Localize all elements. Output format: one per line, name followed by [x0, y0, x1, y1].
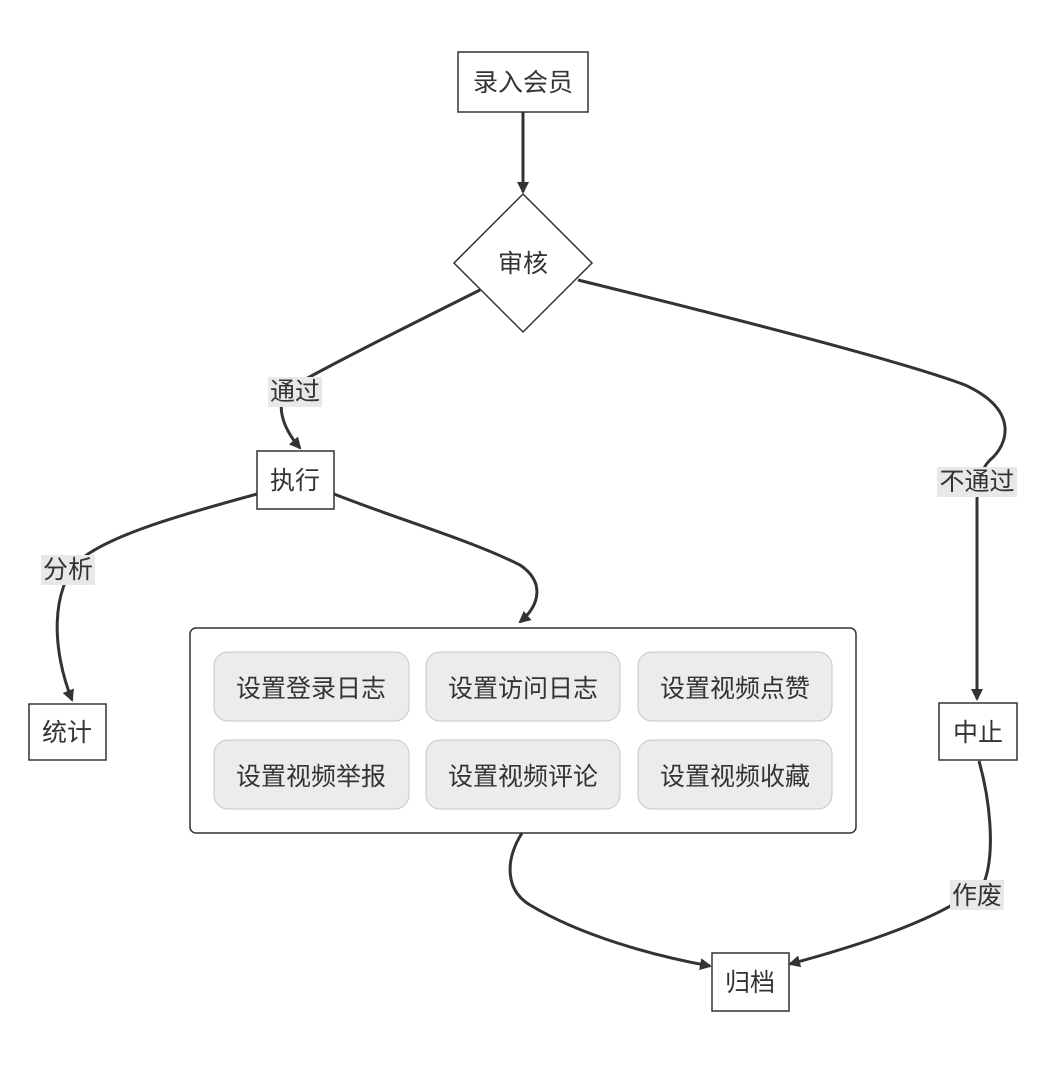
- svg-text:归档: 归档: [725, 968, 775, 997]
- svg-text:设置视频收藏: 设置视频收藏: [660, 762, 810, 791]
- svg-text:通过: 通过: [270, 377, 320, 406]
- svg-text:设置视频点赞: 设置视频点赞: [660, 674, 810, 703]
- group-item-video-like: 设置视频点赞: [637, 651, 833, 722]
- svg-text:设置视频举报: 设置视频举报: [236, 762, 386, 791]
- svg-text:执行: 执行: [270, 466, 320, 495]
- node-execute: 执行: [256, 450, 335, 510]
- settings-group: 设置登录日志 设置访问日志 设置视频点赞 设置视频举报 设置视频评论 设置视频收…: [189, 627, 857, 834]
- group-item-visit-log: 设置访问日志: [425, 651, 621, 722]
- svg-text:录入会员: 录入会员: [473, 68, 573, 97]
- svg-text:设置视频评论: 设置视频评论: [448, 762, 598, 791]
- node-archive: 归档: [711, 952, 790, 1012]
- group-item-video-report: 设置视频举报: [213, 739, 410, 810]
- node-register: 录入会员: [457, 51, 589, 113]
- svg-text:统计: 统计: [42, 718, 92, 747]
- svg-text:审核: 审核: [498, 249, 548, 278]
- node-suspend: 中止: [938, 702, 1018, 761]
- edge-group-archive: [508, 832, 712, 971]
- svg-text:设置登录日志: 设置登录日志: [236, 674, 386, 703]
- group-item-login-log: 设置登录日志: [213, 651, 410, 722]
- svg-text:中止: 中止: [953, 718, 1003, 747]
- edge-label-fail: 不通过: [937, 467, 1017, 497]
- edge-label-pass: 通过: [268, 377, 322, 407]
- svg-text:作废: 作废: [952, 881, 1002, 910]
- edge-review-execute: [279, 288, 481, 450]
- node-statistics: 统计: [28, 703, 107, 761]
- svg-text:分析: 分析: [43, 555, 93, 584]
- edge-label-analyze: 分析: [41, 555, 95, 585]
- svg-text:设置访问日志: 设置访问日志: [448, 674, 598, 703]
- group-item-video-comment: 设置视频评论: [425, 739, 621, 810]
- svg-text:不通过: 不通过: [939, 467, 1014, 496]
- edge-execute-group: [333, 492, 539, 624]
- group-item-video-favorite: 设置视频收藏: [637, 739, 833, 810]
- edge-label-void: 作废: [950, 880, 1004, 910]
- node-review-decision: 审核: [452, 192, 594, 334]
